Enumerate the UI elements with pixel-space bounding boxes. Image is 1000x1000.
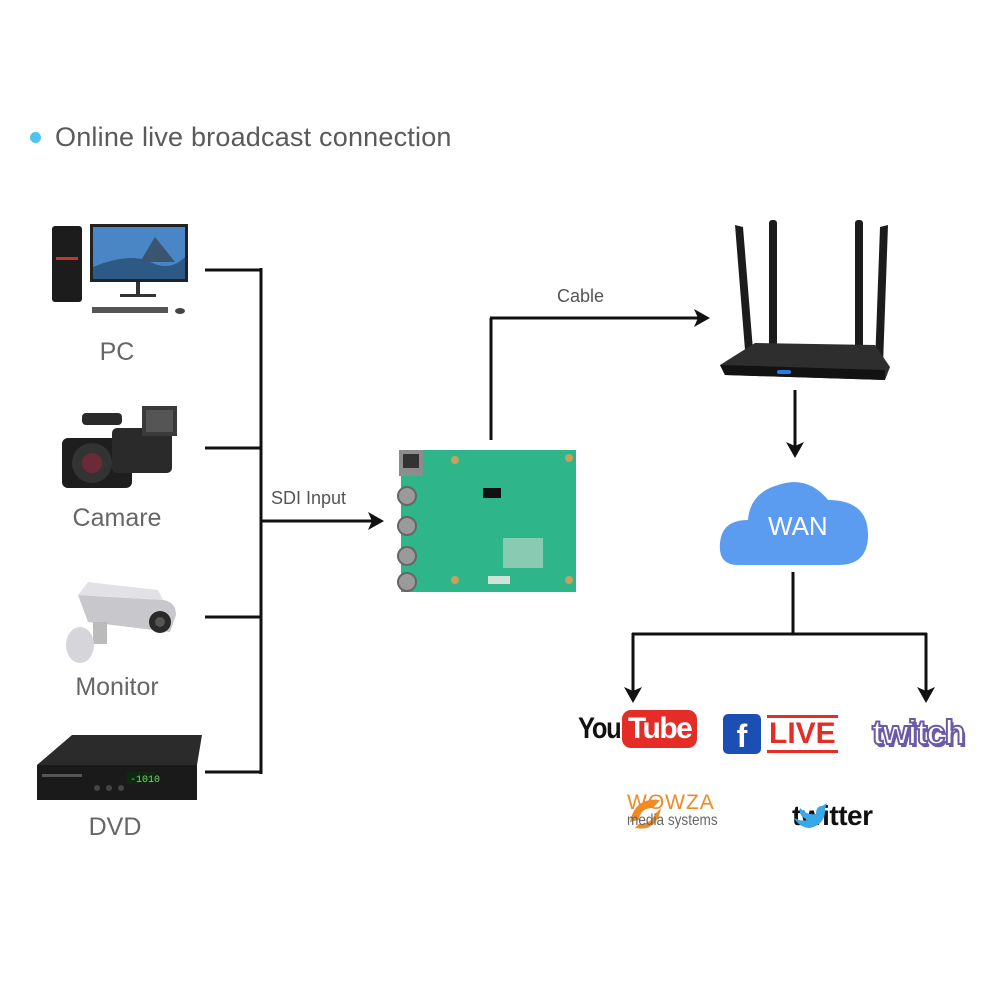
cable-arrowhead: [694, 309, 710, 327]
youtube-you-text: You: [578, 712, 622, 745]
youtube-logo: You Tube: [578, 710, 698, 748]
facebook-live-logo: f LIVE: [723, 714, 838, 754]
camcorder-icon: [62, 406, 177, 488]
cable-label: Cable: [557, 286, 605, 306]
security-camera-icon: [66, 582, 176, 663]
source-label-monitor: Monitor: [75, 673, 159, 701]
twitch-arrowhead: [917, 687, 935, 703]
wowza-swirl-icon: [630, 799, 661, 829]
encoder-board-icon: [397, 450, 576, 592]
diagram-title-row: Online live broadcast connection: [30, 122, 452, 153]
bullet-icon: [30, 132, 41, 143]
twitch-logo: twitch: [871, 713, 966, 753]
source-label-pc: PC: [99, 338, 135, 366]
facebook-live-text: LIVE: [767, 715, 838, 753]
sdi-arrowhead: [368, 512, 384, 530]
router-icon: [720, 220, 890, 380]
twitter-logo: twitter: [792, 800, 873, 832]
pc-icon: [52, 224, 188, 314]
youtube-arrowhead: [624, 687, 642, 703]
wowza-subtitle: media systems: [627, 812, 718, 829]
sdi-input-label: SDI Input: [271, 488, 347, 508]
youtube-tube-text: Tube: [621, 710, 698, 748]
source-label-dvd: DVD: [88, 813, 142, 841]
svg-text:-1010: -1010: [130, 775, 160, 786]
wowza-logo: WOWZA media systems: [625, 792, 734, 829]
wan-cloud-icon: WAN: [719, 482, 868, 565]
twitter-bird-icon: [794, 803, 827, 828]
facebook-f-icon: f: [723, 714, 761, 754]
diagram-title: Online live broadcast connection: [55, 122, 452, 152]
wan-arrowhead: [786, 442, 804, 458]
wan-label: WAN: [768, 511, 828, 541]
source-label-camera: Camare: [72, 504, 162, 532]
set-top-box-icon: -1010: [37, 735, 202, 800]
